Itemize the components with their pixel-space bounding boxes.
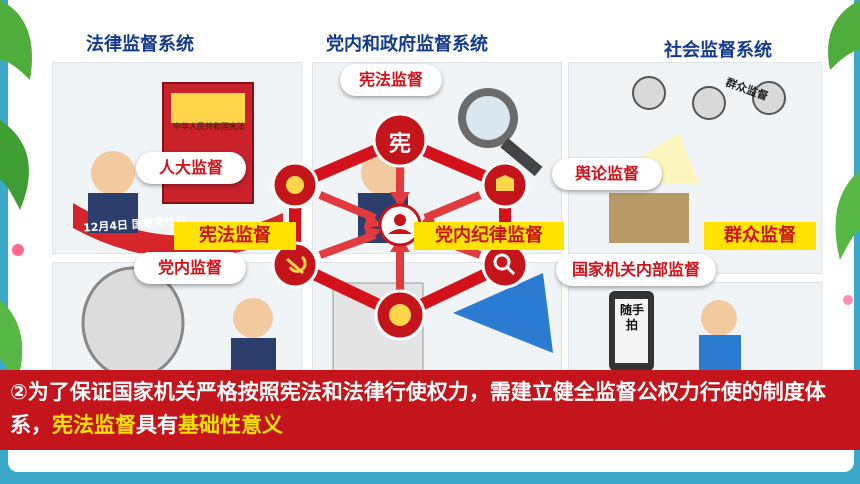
constitution-supervision-label: 宪法监督	[174, 222, 296, 250]
phone-screen-text: 随手拍	[619, 303, 644, 332]
book-title-text: 中华人民共和国宪法	[173, 122, 245, 131]
conclusion-bar	[0, 370, 860, 450]
legal-system-title: 法律监督系统	[86, 34, 194, 55]
conclusion-highlight-constitution: 宪法监督	[52, 413, 136, 437]
phone-illustration	[609, 291, 741, 371]
npc-supervision-pill: 人大监督	[136, 152, 246, 184]
social-system-title: 社会监督系统	[664, 40, 772, 61]
party-discipline-supervision-label: 党内纪律监督	[414, 222, 564, 250]
conclusion-highlight-fundamental: 基础性意义	[178, 413, 283, 437]
public-opinion-supervision-pill: 舆论监督	[552, 158, 662, 190]
party-gov-system-title: 党内和政府监督系统	[326, 34, 488, 55]
conclusion-text-part2: 具有	[136, 413, 178, 437]
leaf-decoration-left	[0, 0, 32, 390]
state-internal-supervision-pill: 国家机关内部监督	[556, 254, 716, 286]
supervision-seal-illustration	[81, 266, 276, 380]
conclusion-text-part1: ②为了保证国家机关严格按照宪法和法律行使权力，需建立健全监督公权力行使的制度体系…	[10, 380, 826, 437]
masses-supervision-label: 群众监督	[704, 222, 816, 250]
conclusion-text: ②为了保证国家机关严格按照宪法和法律行使权力，需建立健全监督公权力行使的制度体系…	[10, 376, 850, 442]
phone-illustration-panel: 随手拍	[568, 282, 822, 372]
supervision-network-diagram	[271, 112, 529, 341]
intra-party-supervision-pill: 党内监督	[134, 252, 246, 284]
constitution-node-label: 宪	[388, 132, 411, 157]
constitution-node-icon	[372, 112, 428, 168]
constitution-supervision-pill: 宪法监督	[340, 64, 442, 96]
leaf-decoration-right	[828, 0, 860, 305]
intra-party-illustration-panel	[52, 262, 302, 380]
